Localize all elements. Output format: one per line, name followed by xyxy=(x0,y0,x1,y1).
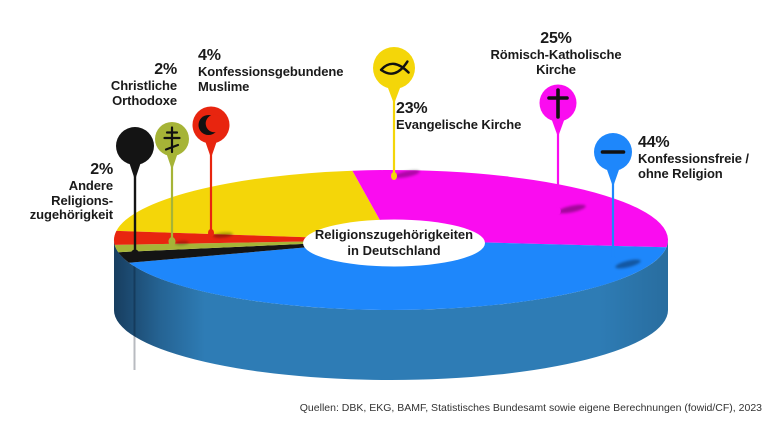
percent-value: 2% xyxy=(154,61,177,78)
needle-shadow xyxy=(558,204,586,214)
callout-muslime: 4% Konfessionsgebundene Muslime xyxy=(198,47,343,94)
percent-value: 23% xyxy=(396,100,428,117)
orthodox-cross-icon xyxy=(163,126,181,154)
pin-evangelisch xyxy=(373,47,415,104)
callout-katholische-kirche: 25% Römisch-Katholische Kirche xyxy=(456,30,656,77)
needle-droplet xyxy=(168,237,176,246)
center-label-ellipse xyxy=(303,219,485,267)
callout-label-line: Konfessionsfreie / xyxy=(638,151,749,166)
segment-evangelische-kirche xyxy=(116,170,392,240)
pin-muslime xyxy=(192,106,230,158)
callout-label-line: zugehörigkeit xyxy=(29,207,113,222)
needle-shadow xyxy=(213,232,233,238)
chart-title-line2: in Deutschland xyxy=(347,243,441,258)
needle-droplet xyxy=(391,172,397,180)
callout-konfessionsfreie: 44% Konfessionsfreie / ohne Religion xyxy=(638,134,749,181)
callout-label-line: Muslime xyxy=(198,78,250,94)
callout-label-line: Religions- xyxy=(51,192,113,208)
needle-shadow xyxy=(175,240,189,246)
pin-katholisch xyxy=(539,84,577,137)
percent-value: 25% xyxy=(540,30,572,47)
callout-label-line: Evangelische Kirche xyxy=(396,117,522,132)
segment-konfessionsfreie xyxy=(129,240,667,311)
callout-label-line: Christliche xyxy=(110,78,177,93)
percent-value: 4% xyxy=(198,47,221,64)
callout-label-line: Orthodoxe xyxy=(112,92,177,108)
source-credit: Quellen: DBK, EKG, BAMF, Statistisches B… xyxy=(299,402,762,414)
latin-cross-icon xyxy=(547,88,569,119)
ichthys-fish-icon xyxy=(379,60,410,75)
needle-droplet xyxy=(130,249,140,261)
callout-label-line: Römisch-Katholische xyxy=(490,47,622,62)
callout-label-line: Kirche xyxy=(536,61,576,77)
crescent-icon xyxy=(198,114,224,135)
needle-droplet xyxy=(555,207,561,215)
percent-value: 44% xyxy=(638,134,670,151)
pin-andere xyxy=(116,127,154,180)
percent-value: 2% xyxy=(90,161,113,178)
chart-title-line1: Religionszugehörigkeiten xyxy=(314,227,474,242)
pin-konfessionsfrei xyxy=(594,133,632,187)
callout-label-line: Konfessionsgebundene xyxy=(198,64,344,79)
needle-shadow xyxy=(615,259,641,269)
chart-title: Religionszugehörigkeiten in Deutschland xyxy=(303,227,485,259)
callout-christliche-orthodoxe: 2% Christliche Orthodoxe xyxy=(111,61,177,108)
needle-shadow xyxy=(394,170,420,178)
callout-label-line: ohne Religion xyxy=(638,165,723,181)
callout-andere: 2% Andere Religions- zugehörigkeit xyxy=(30,161,113,223)
pin-orthodoxe xyxy=(155,122,189,170)
callout-evangelische-kirche: 23% Evangelische Kirche xyxy=(396,100,521,133)
needle-droplet xyxy=(610,256,616,264)
callout-label-line: Andere xyxy=(68,178,113,193)
needle-droplet xyxy=(208,229,214,237)
